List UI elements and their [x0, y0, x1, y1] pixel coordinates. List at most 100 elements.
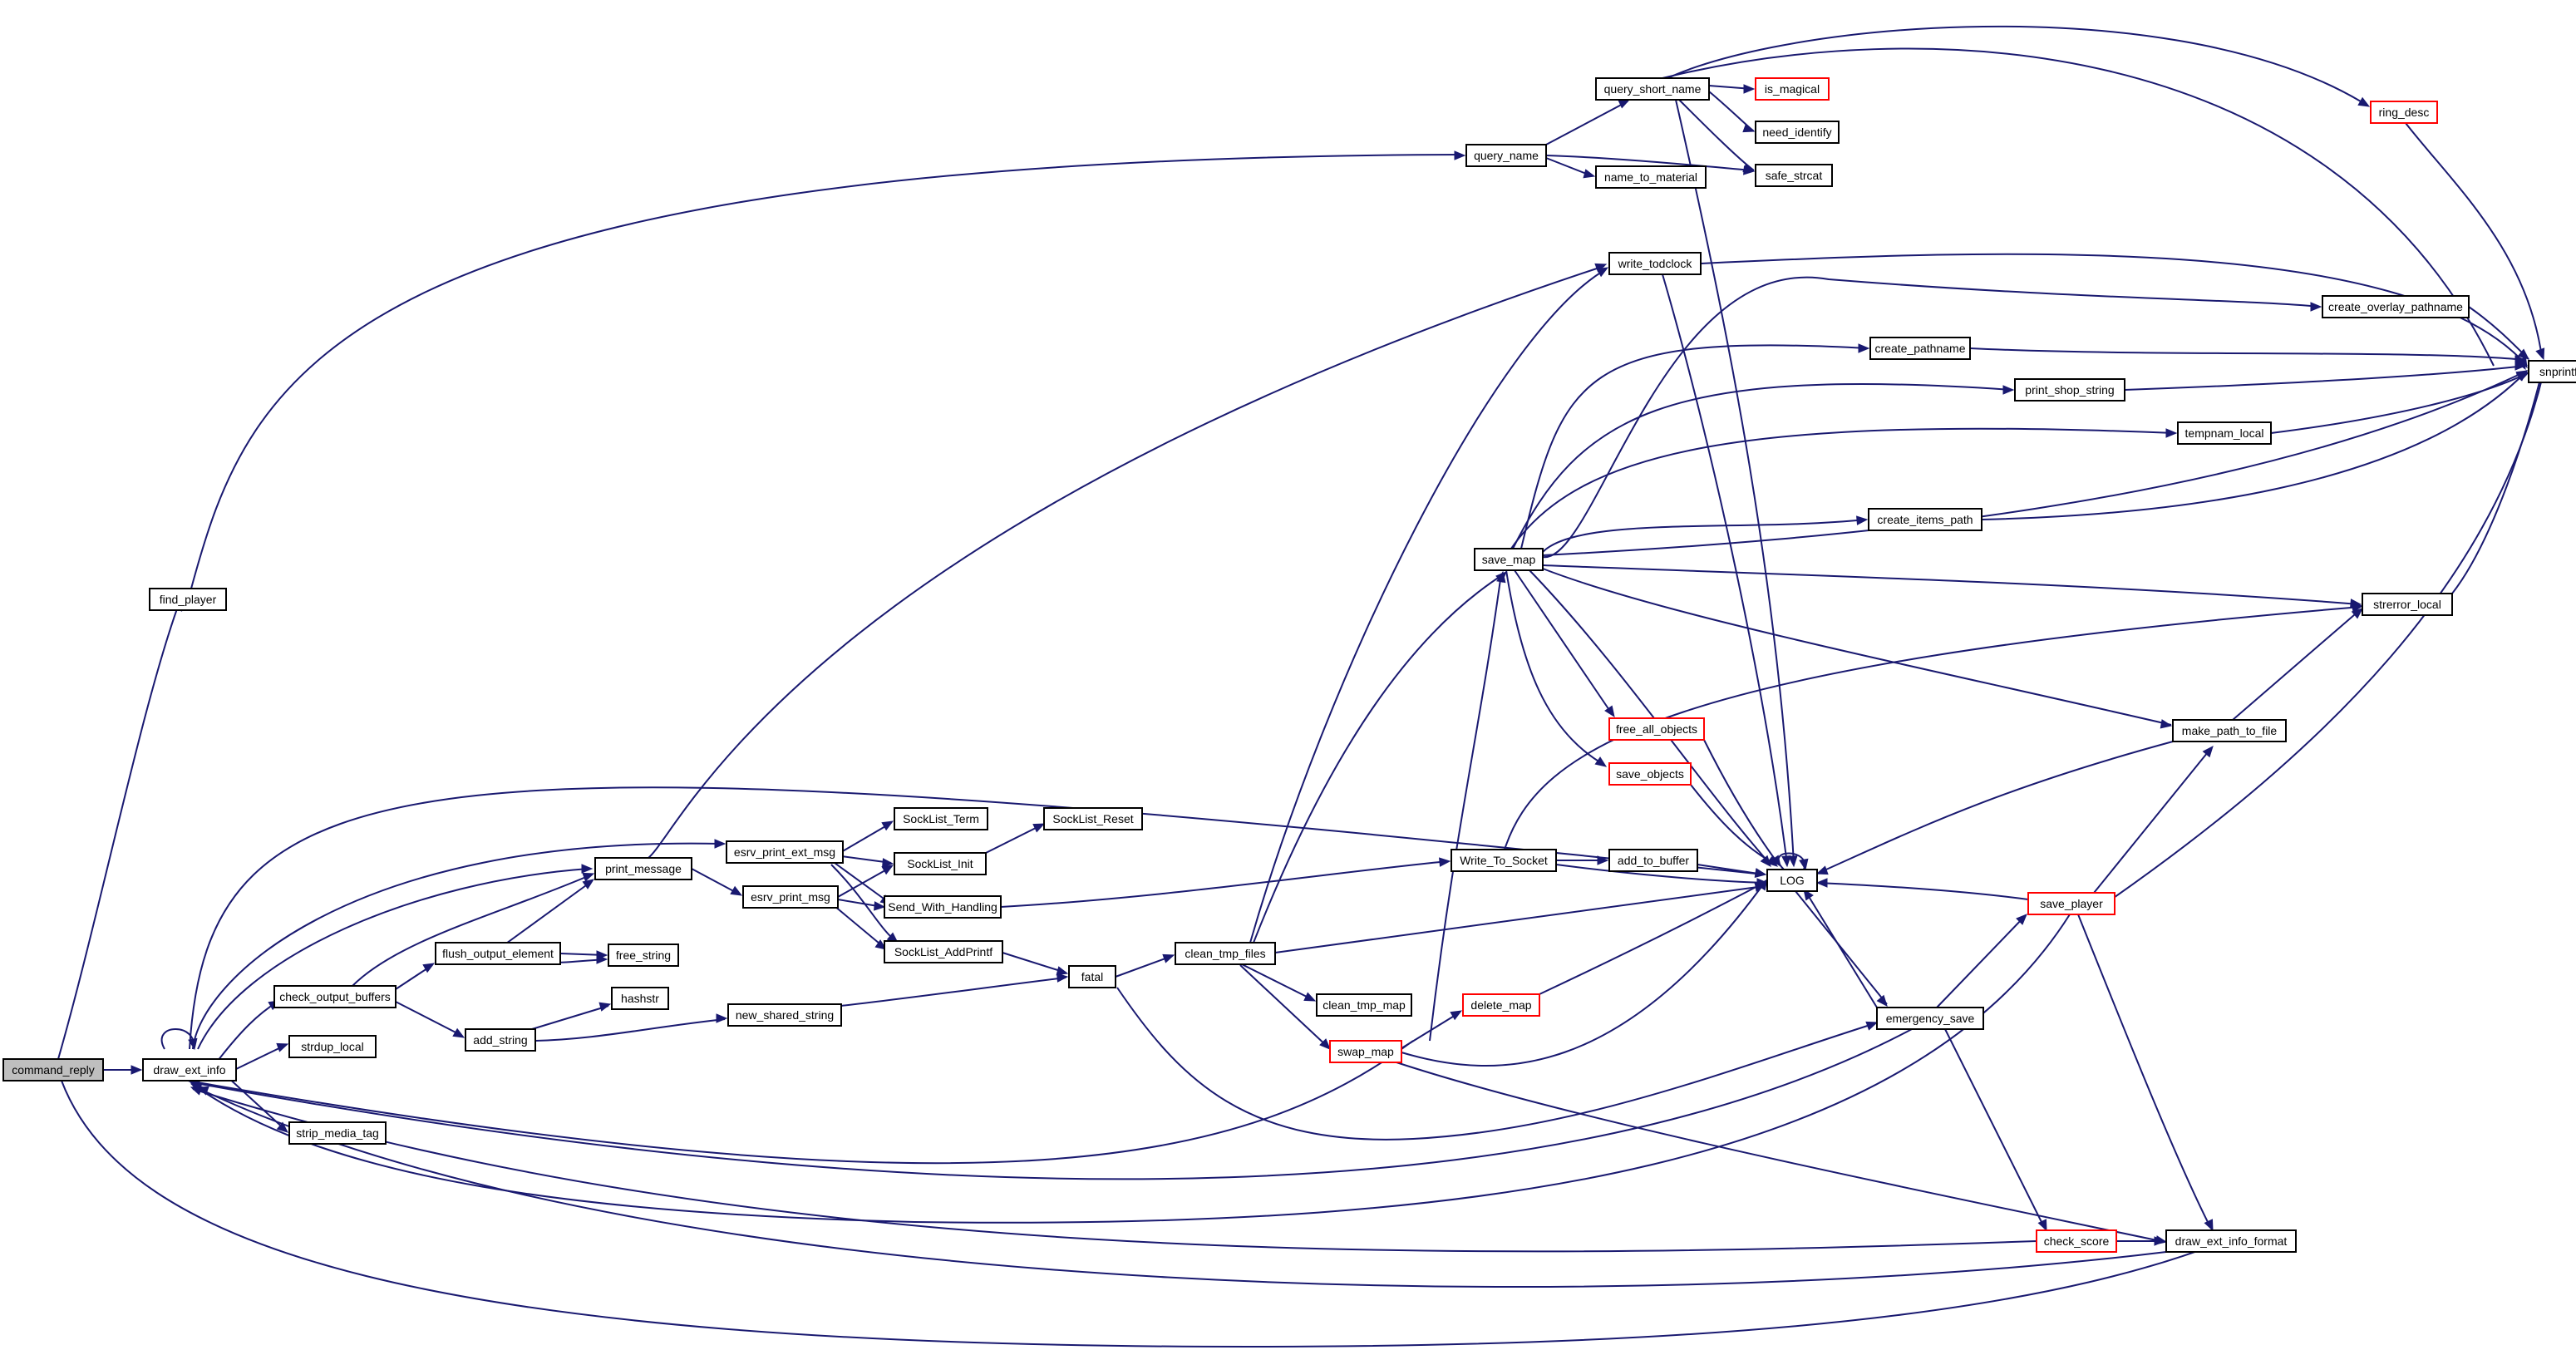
node-emergency-save[interactable]: emergency_save [1876, 1007, 1984, 1030]
node-box[interactable] [149, 588, 227, 611]
node-is-magical[interactable]: is_magical [1755, 77, 1830, 101]
node-free-all-objects[interactable]: free_all_objects [1608, 717, 1705, 741]
node-box[interactable] [1868, 508, 1982, 531]
node-box[interactable] [1595, 165, 1707, 189]
node-new-shared-string[interactable]: new_shared_string [727, 1003, 842, 1027]
node-create-items-path[interactable]: create_items_path [1868, 508, 1982, 531]
node-query-name[interactable]: query_name [1465, 144, 1547, 167]
node-box[interactable] [1451, 849, 1557, 872]
node-print-message[interactable]: print_message [594, 857, 692, 880]
node-need-identify[interactable]: need_identify [1755, 121, 1840, 144]
node-box[interactable] [1608, 717, 1705, 741]
node-clean-tmp-map[interactable]: clean_tmp_map [1316, 993, 1412, 1017]
node-print-shop-string[interactable]: print_shop_string [2014, 378, 2125, 402]
node-box[interactable] [1595, 77, 1710, 101]
node-box[interactable] [2362, 593, 2453, 616]
node-ring-desc[interactable]: ring_desc [2370, 101, 2438, 124]
node-box[interactable] [1068, 965, 1116, 988]
node-draw-ext-info[interactable]: draw_ext_info [142, 1058, 237, 1081]
node-send-with-handling[interactable]: Send_With_Handling [884, 895, 1002, 919]
node-socklist-reset[interactable]: SockList_Reset [1043, 807, 1143, 830]
node-box[interactable] [742, 885, 839, 909]
node-check-output-buffers[interactable]: check_output_buffers [273, 985, 396, 1008]
node-find-player[interactable]: find_player [149, 588, 227, 611]
node-write-todclock[interactable]: write_todclock [1608, 252, 1702, 275]
node-esrv-print-msg[interactable]: esrv_print_msg [742, 885, 839, 909]
node-box[interactable] [1755, 121, 1840, 144]
node-box[interactable] [435, 942, 561, 965]
node-hashstr[interactable]: hashstr [611, 987, 669, 1010]
node-box[interactable] [2165, 1229, 2297, 1253]
node-create-pathname[interactable]: create_pathname [1869, 337, 1971, 360]
node-save-objects[interactable]: save_objects [1608, 762, 1692, 786]
node-box[interactable] [1608, 252, 1702, 275]
node-box[interactable] [142, 1058, 237, 1081]
node-check-score[interactable]: check_score [2036, 1229, 2117, 1253]
node-name-to-material[interactable]: name_to_material [1595, 165, 1707, 189]
node-box[interactable] [1465, 144, 1547, 167]
node-socklist-term[interactable]: SockList_Term [894, 807, 988, 830]
node-box[interactable] [1043, 807, 1143, 830]
node-box[interactable] [2027, 892, 2115, 915]
node-box[interactable] [2172, 719, 2287, 742]
node-box[interactable] [2370, 101, 2438, 124]
node-esrv-print-ext-msg[interactable]: esrv_print_ext_msg [726, 840, 844, 864]
node-box[interactable] [894, 807, 988, 830]
node-box[interactable] [608, 944, 679, 967]
node-flush-output-element[interactable]: flush_output_element [435, 942, 561, 965]
node-box[interactable] [884, 895, 1002, 919]
node-box[interactable] [2014, 378, 2125, 402]
node-box[interactable] [594, 857, 692, 880]
node-box[interactable] [273, 985, 396, 1008]
node-box[interactable] [2, 1058, 104, 1081]
node-add-string[interactable]: add_string [465, 1028, 536, 1052]
node-box[interactable] [2528, 360, 2576, 383]
node-strdup-local[interactable]: strdup_local [288, 1035, 377, 1058]
node-write-to-socket[interactable]: Write_To_Socket [1451, 849, 1557, 872]
node-swap-map[interactable]: swap_map [1329, 1040, 1402, 1063]
node-box[interactable] [1474, 548, 1544, 571]
node-box[interactable] [884, 940, 1003, 963]
node-safe-strcat[interactable]: safe_strcat [1755, 164, 1833, 187]
node-box[interactable] [611, 987, 669, 1010]
node-box[interactable] [1755, 77, 1830, 101]
node-box[interactable] [1755, 164, 1833, 187]
node-fatal[interactable]: fatal [1068, 965, 1116, 988]
node-box[interactable] [465, 1028, 536, 1052]
node-box[interactable] [288, 1035, 377, 1058]
node-command-reply[interactable]: command_reply [2, 1058, 104, 1081]
node-box[interactable] [894, 852, 987, 875]
node-box[interactable] [1608, 762, 1692, 786]
node-create-overlay-pathname[interactable]: create_overlay_pathname [2322, 295, 2470, 318]
node-add-to-buffer[interactable]: add_to_buffer [1608, 849, 1698, 872]
node-box[interactable] [1876, 1007, 1984, 1030]
node-delete-map[interactable]: delete_map [1462, 993, 1540, 1017]
node-box[interactable] [1316, 993, 1412, 1017]
node-strip-media-tag[interactable]: strip_media_tag [288, 1121, 387, 1145]
node-tempnam-local[interactable]: tempnam_local [2177, 421, 2272, 445]
node-free-string[interactable]: free_string [608, 944, 679, 967]
node-save-map[interactable]: save_map [1474, 548, 1544, 571]
node-box[interactable] [1329, 1040, 1402, 1063]
node-box[interactable] [2177, 421, 2272, 445]
node-box[interactable] [2036, 1229, 2117, 1253]
node-box[interactable] [1766, 869, 1818, 892]
node-box[interactable] [1869, 337, 1971, 360]
node-box[interactable] [1462, 993, 1540, 1017]
node-socklist-addprintf[interactable]: SockList_AddPrintf [884, 940, 1003, 963]
node-box[interactable] [288, 1121, 387, 1145]
node-box[interactable] [2322, 295, 2470, 318]
node-box[interactable] [1608, 849, 1698, 872]
node-box[interactable] [1175, 942, 1276, 965]
node-strerror-local[interactable]: strerror_local [2362, 593, 2453, 616]
node-socklist-init[interactable]: SockList_Init [894, 852, 987, 875]
node-box[interactable] [726, 840, 844, 864]
node-log[interactable]: LOG [1766, 869, 1818, 892]
node-box[interactable] [727, 1003, 842, 1027]
node-draw-ext-info-format[interactable]: draw_ext_info_format [2165, 1229, 2297, 1253]
node-save-player[interactable]: save_player [2027, 892, 2115, 915]
node-query-short-name[interactable]: query_short_name [1595, 77, 1710, 101]
node-make-path-to-file[interactable]: make_path_to_file [2172, 719, 2287, 742]
node-clean-tmp-files[interactable]: clean_tmp_files [1175, 942, 1276, 965]
node-snprintf[interactable]: snprintf [2528, 360, 2576, 383]
